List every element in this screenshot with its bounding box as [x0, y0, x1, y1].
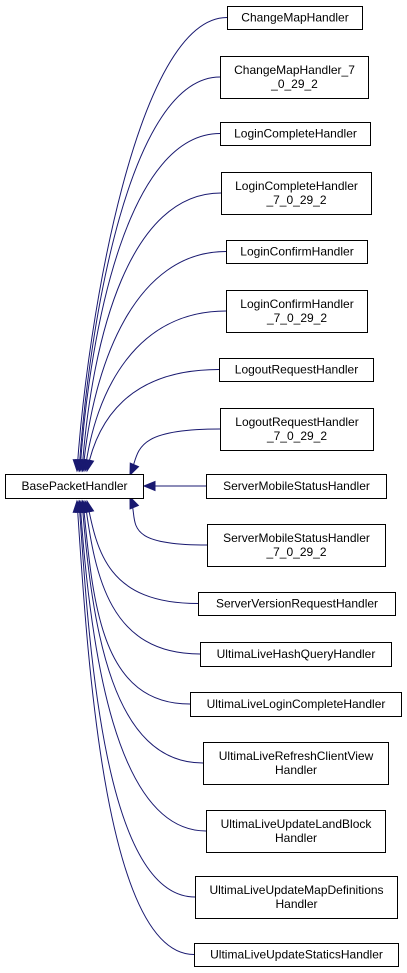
- edge-line: [78, 76, 221, 472]
- edge-ultima-live-update-statics-handler: [72, 499, 195, 955]
- edge-line: [81, 500, 204, 764]
- node-ultima-live-refresh-client-view-handler-box: [203, 742, 389, 785]
- node-change-map-handler-7-0-29-2[interactable]: ChangeMapHandler_7_0_29_2: [220, 56, 369, 99]
- edge-login-confirm-handler-7-0-29-2: [81, 310, 227, 473]
- node-ultima-live-update-map-definitions-handler-box: [195, 876, 398, 919]
- node-login-confirm-handler[interactable]: LoginConfirmHandler: [226, 240, 368, 264]
- class-nodes: BasePacketHandler ChangeMapHandlerChangeM…: [5, 6, 402, 967]
- node-login-complete-handler-label-line: LoginCompleteHandler: [234, 127, 357, 141]
- node-server-mobile-status-handler-7-0-29-2-label-line: _7_0_29_2: [265, 545, 326, 559]
- node-ultima-live-refresh-client-view-handler-label-line: UltimaLiveRefreshClientView: [219, 749, 374, 763]
- edge-line: [84, 500, 201, 655]
- node-login-confirm-handler-7-0-29-2[interactable]: LoginConfirmHandler_7_0_29_2: [226, 290, 368, 333]
- node-logout-request-handler-box: [219, 358, 374, 382]
- edge-line: [79, 133, 221, 472]
- node-ultima-live-login-complete-handler[interactable]: UltimaLiveLoginCompleteHandler: [190, 692, 402, 717]
- inheritance-edges: [72, 17, 228, 955]
- node-server-version-request-handler[interactable]: ServerVersionRequestHandler: [198, 592, 396, 616]
- node-ultima-live-update-land-block-handler-label-line: UltimaLiveUpdateLandBlock: [221, 817, 373, 831]
- node-login-complete-handler-7-0-29-2-box: [221, 172, 372, 215]
- node-server-version-request-handler-box: [198, 592, 396, 616]
- edge-line: [82, 500, 191, 705]
- node-ultima-live-update-map-definitions-handler-label-line: Handler: [275, 897, 317, 911]
- edge-line: [129, 496, 208, 546]
- node-change-map-handler-box: [227, 6, 363, 30]
- node-ultima-live-update-statics-handler-box: [194, 943, 399, 967]
- node-base-packet-handler-box: [5, 474, 144, 499]
- inheritance-arrowhead: [129, 495, 140, 510]
- node-logout-request-handler-7-0-29-2-box: [220, 408, 374, 451]
- edge-logout-request-handler-7-0-29-2: [129, 428, 221, 477]
- edge-ultima-live-hash-query-handler: [81, 499, 201, 655]
- edge-line: [76, 500, 195, 955]
- edge-line: [86, 369, 220, 472]
- node-change-map-handler-7-0-29-2-label-line: ChangeMapHandler_7: [234, 63, 355, 77]
- node-login-complete-handler-box: [220, 122, 371, 146]
- node-login-complete-handler[interactable]: LoginCompleteHandler: [220, 122, 371, 146]
- edge-logout-request-handler: [84, 369, 220, 473]
- node-login-complete-handler-7-0-29-2[interactable]: LoginCompleteHandler_7_0_29_2: [221, 172, 372, 215]
- inheritance-arrowhead: [142, 480, 156, 492]
- node-change-map-handler-label-line: ChangeMapHandler: [241, 11, 348, 25]
- node-server-mobile-status-handler-7-0-29-2-box: [207, 524, 386, 567]
- edge-ultima-live-refresh-client-view-handler: [77, 499, 204, 764]
- edge-ultima-live-update-land-block-handler: [75, 499, 207, 832]
- node-logout-request-handler-7-0-29-2-label-line: LogoutRequestHandler: [235, 415, 358, 429]
- node-server-mobile-status-handler[interactable]: ServerMobileStatusHandler: [206, 474, 387, 499]
- node-login-confirm-handler-7-0-29-2-box: [226, 290, 368, 333]
- node-login-confirm-handler-7-0-29-2-label-line: LoginConfirmHandler: [240, 297, 353, 311]
- node-ultima-live-login-complete-handler-box: [190, 692, 402, 717]
- node-logout-request-handler-label-line: LogoutRequestHandler: [235, 363, 358, 377]
- edge-line: [84, 310, 227, 472]
- node-login-complete-handler-7-0-29-2-label-line: LoginCompleteHandler: [235, 179, 358, 193]
- edge-change-map-handler: [72, 17, 228, 473]
- node-ultima-live-login-complete-handler-label-line: UltimaLiveLoginCompleteHandler: [207, 697, 386, 711]
- edge-line: [86, 500, 199, 604]
- node-ultima-live-hash-query-handler-label-line: UltimaLiveHashQueryHandler: [217, 647, 376, 661]
- edge-line: [78, 500, 196, 898]
- node-ultima-live-update-land-block-handler-box: [206, 810, 386, 853]
- inheritance-arrowhead: [72, 499, 83, 513]
- edge-server-version-request-handler: [84, 499, 199, 604]
- node-change-map-handler-7-0-29-2-label-line: _0_29_2: [270, 77, 318, 91]
- edge-line: [81, 192, 222, 472]
- node-server-mobile-status-handler-label-line: ServerMobileStatusHandler: [223, 479, 370, 493]
- node-ultima-live-update-map-definitions-handler-label-line: UltimaLiveUpdateMapDefinitions: [209, 883, 383, 897]
- node-base-packet-handler-label-line: BasePacketHandler: [21, 479, 127, 493]
- node-login-complete-handler-7-0-29-2-label-line: _7_0_29_2: [265, 193, 326, 207]
- node-base-packet-handler[interactable]: BasePacketHandler: [5, 474, 144, 499]
- edge-server-mobile-status-handler: [142, 480, 206, 492]
- inheritance-arrowhead: [129, 462, 140, 477]
- node-logout-request-handler-7-0-29-2[interactable]: LogoutRequestHandler_7_0_29_2: [220, 408, 374, 451]
- edge-server-mobile-status-handler-7-0-29-2: [129, 495, 208, 546]
- node-logout-request-handler-7-0-29-2-label-line: _7_0_29_2: [266, 429, 327, 443]
- edge-change-map-handler-7-0-29-2: [74, 76, 221, 473]
- node-server-mobile-status-handler-7-0-29-2[interactable]: ServerMobileStatusHandler_7_0_29_2: [207, 524, 386, 567]
- edge-line: [82, 251, 227, 472]
- edge-line: [129, 428, 221, 476]
- node-ultima-live-hash-query-handler-box: [200, 642, 392, 667]
- node-server-version-request-handler-label-line: ServerVersionRequestHandler: [216, 597, 378, 611]
- edge-line: [79, 500, 207, 832]
- node-login-confirm-handler-7-0-29-2-label-line: _7_0_29_2: [266, 311, 327, 325]
- node-ultima-live-refresh-client-view-handler-label-line: Handler: [275, 763, 317, 777]
- edge-ultima-live-login-complete-handler: [78, 499, 191, 705]
- node-ultima-live-update-land-block-handler-label-line: Handler: [275, 831, 317, 845]
- node-ultima-live-update-statics-handler[interactable]: UltimaLiveUpdateStaticsHandler: [194, 943, 399, 967]
- node-server-mobile-status-handler-7-0-29-2-label-line: ServerMobileStatusHandler: [223, 531, 370, 545]
- node-ultima-live-update-statics-handler-label-line: UltimaLiveUpdateStaticsHandler: [210, 948, 383, 962]
- node-change-map-handler[interactable]: ChangeMapHandler: [227, 6, 363, 30]
- node-server-mobile-status-handler-box: [206, 474, 387, 499]
- node-login-confirm-handler-label-line: LoginConfirmHandler: [240, 245, 353, 259]
- node-login-confirm-handler-box: [226, 240, 368, 264]
- node-ultima-live-hash-query-handler[interactable]: UltimaLiveHashQueryHandler: [200, 642, 392, 667]
- edge-line: [76, 17, 228, 472]
- node-logout-request-handler[interactable]: LogoutRequestHandler: [219, 358, 374, 382]
- inheritance-arrowhead: [84, 458, 95, 473]
- node-change-map-handler-7-0-29-2-box: [220, 56, 369, 99]
